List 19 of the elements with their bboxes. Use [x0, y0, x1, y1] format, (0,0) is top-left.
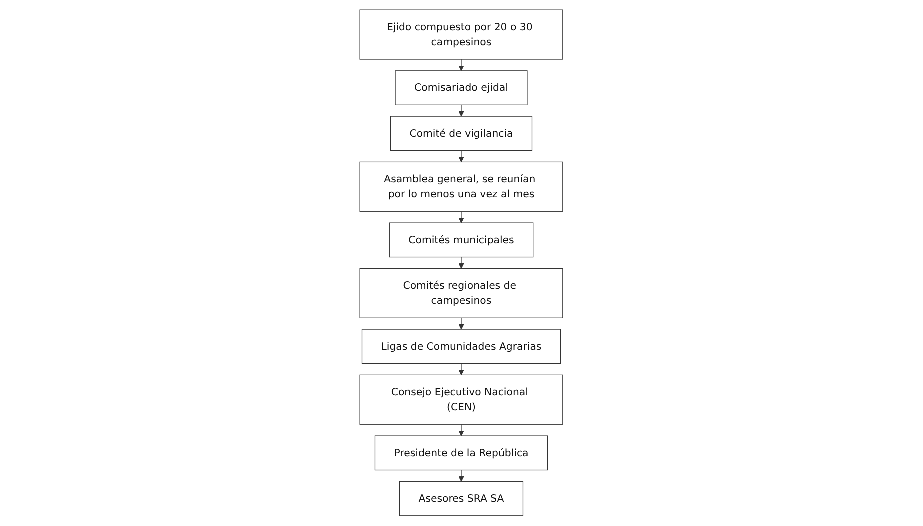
- arrow: [458, 211, 464, 224]
- node-box: Comités regionales de campesinos: [360, 268, 564, 318]
- arrow: [458, 256, 464, 269]
- node-box: Comités municipales: [389, 222, 534, 258]
- arrow: [458, 318, 464, 330]
- arrow: [458, 363, 464, 376]
- node-box: Presidente de la República: [374, 436, 548, 471]
- arrow: [458, 59, 464, 72]
- node-box: Asamblea general, se reunían por lo menos una vez al mes: [360, 162, 564, 212]
- arrow: [458, 424, 464, 436]
- arrow: [458, 470, 464, 482]
- node-box: Consejo Ejecutivo Nacional (CEN): [360, 374, 564, 425]
- node-box: Comité de vigilancia: [390, 116, 533, 152]
- node-box: Ejido compuesto por 20 o 30 campesinos: [360, 10, 564, 60]
- node-box: Ligas de Comunidades Agrarias: [362, 329, 562, 364]
- arrow: [458, 150, 464, 162]
- node-box: Comisariado ejidal: [395, 70, 528, 106]
- arrow: [458, 104, 464, 117]
- node-box: Asesores SRA SA: [399, 481, 524, 516]
